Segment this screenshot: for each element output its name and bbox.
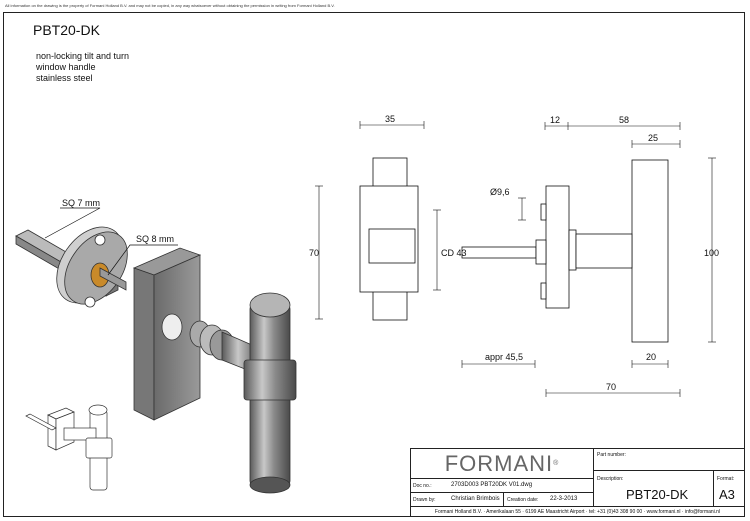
product-description: non-locking tilt and turn window handle … <box>36 51 129 84</box>
side-view-dimensions <box>461 122 716 397</box>
dim-70-left: 70 <box>309 248 320 258</box>
creation-date-value: 22-3-2013 <box>550 496 578 502</box>
callout-sq7: SQ 7 mm <box>62 198 101 208</box>
dim-diameter: Ø9,6 <box>490 187 510 197</box>
drawn-by-label: Drawn by: <box>413 497 436 503</box>
company-footer: Formani Holland B.V. · Amerikalaan 55 · … <box>434 509 721 515</box>
creation-date-label: Creation date: <box>507 497 539 503</box>
drawing-frame <box>3 12 745 517</box>
dim-20: 20 <box>646 352 657 362</box>
dim-25: 25 <box>648 133 659 143</box>
legal-notice: All information on the drawing is the pr… <box>5 3 335 8</box>
drawn-by-row: Drawn by: Christian Brimbois Creation da… <box>411 493 594 507</box>
doc-no-label: Doc no.: <box>413 483 432 489</box>
part-number-cell: Part number: <box>594 449 744 471</box>
format-cell: Format: A3 <box>714 471 744 507</box>
description-cell: Description: PBT20-DK <box>594 471 714 507</box>
product-title: PBT20-DK <box>33 22 100 38</box>
description-line: non-locking tilt and turn <box>36 51 130 61</box>
dim-70-bottom: 70 <box>606 382 617 392</box>
drawn-by-value: Christian Brimbois <box>451 496 500 502</box>
description-line: stainless steel <box>36 73 93 83</box>
callout-sq8: SQ 8 mm <box>136 234 175 244</box>
dim-35: 35 <box>385 114 396 124</box>
doc-no-row: Doc no.: 2703D003 PBT20DK V01.dwg <box>411 479 594 493</box>
title-block: FORMANI® Doc no.: 2703D003 PBT20DK V01.d… <box>410 448 745 517</box>
dim-appr: appr 45,5 <box>485 352 524 362</box>
front-view <box>359 157 419 321</box>
doc-no-value: 2703D003 PBT20DK V01.dwg <box>451 482 533 488</box>
brand-name: FORMANI <box>444 450 554 476</box>
brand-registered-mark: ® <box>553 460 560 467</box>
dim-58: 58 <box>619 115 630 125</box>
front-view-dimensions <box>315 121 441 320</box>
description-label: Description: <box>597 476 624 482</box>
description-value: PBT20-DK <box>626 487 689 502</box>
iso-exploded-view <box>15 207 297 494</box>
format-value: A3 <box>719 487 735 502</box>
side-view <box>461 159 669 343</box>
dim-12: 12 <box>550 115 561 125</box>
iso-line-art <box>25 404 113 491</box>
dim-cd43: CD 43 <box>441 248 467 258</box>
format-label: Format: <box>717 476 735 482</box>
brand-logo: FORMANI® <box>411 449 594 479</box>
dim-100: 100 <box>704 248 720 258</box>
description-line: window handle <box>36 62 96 72</box>
part-number-label: Part number: <box>597 452 626 458</box>
